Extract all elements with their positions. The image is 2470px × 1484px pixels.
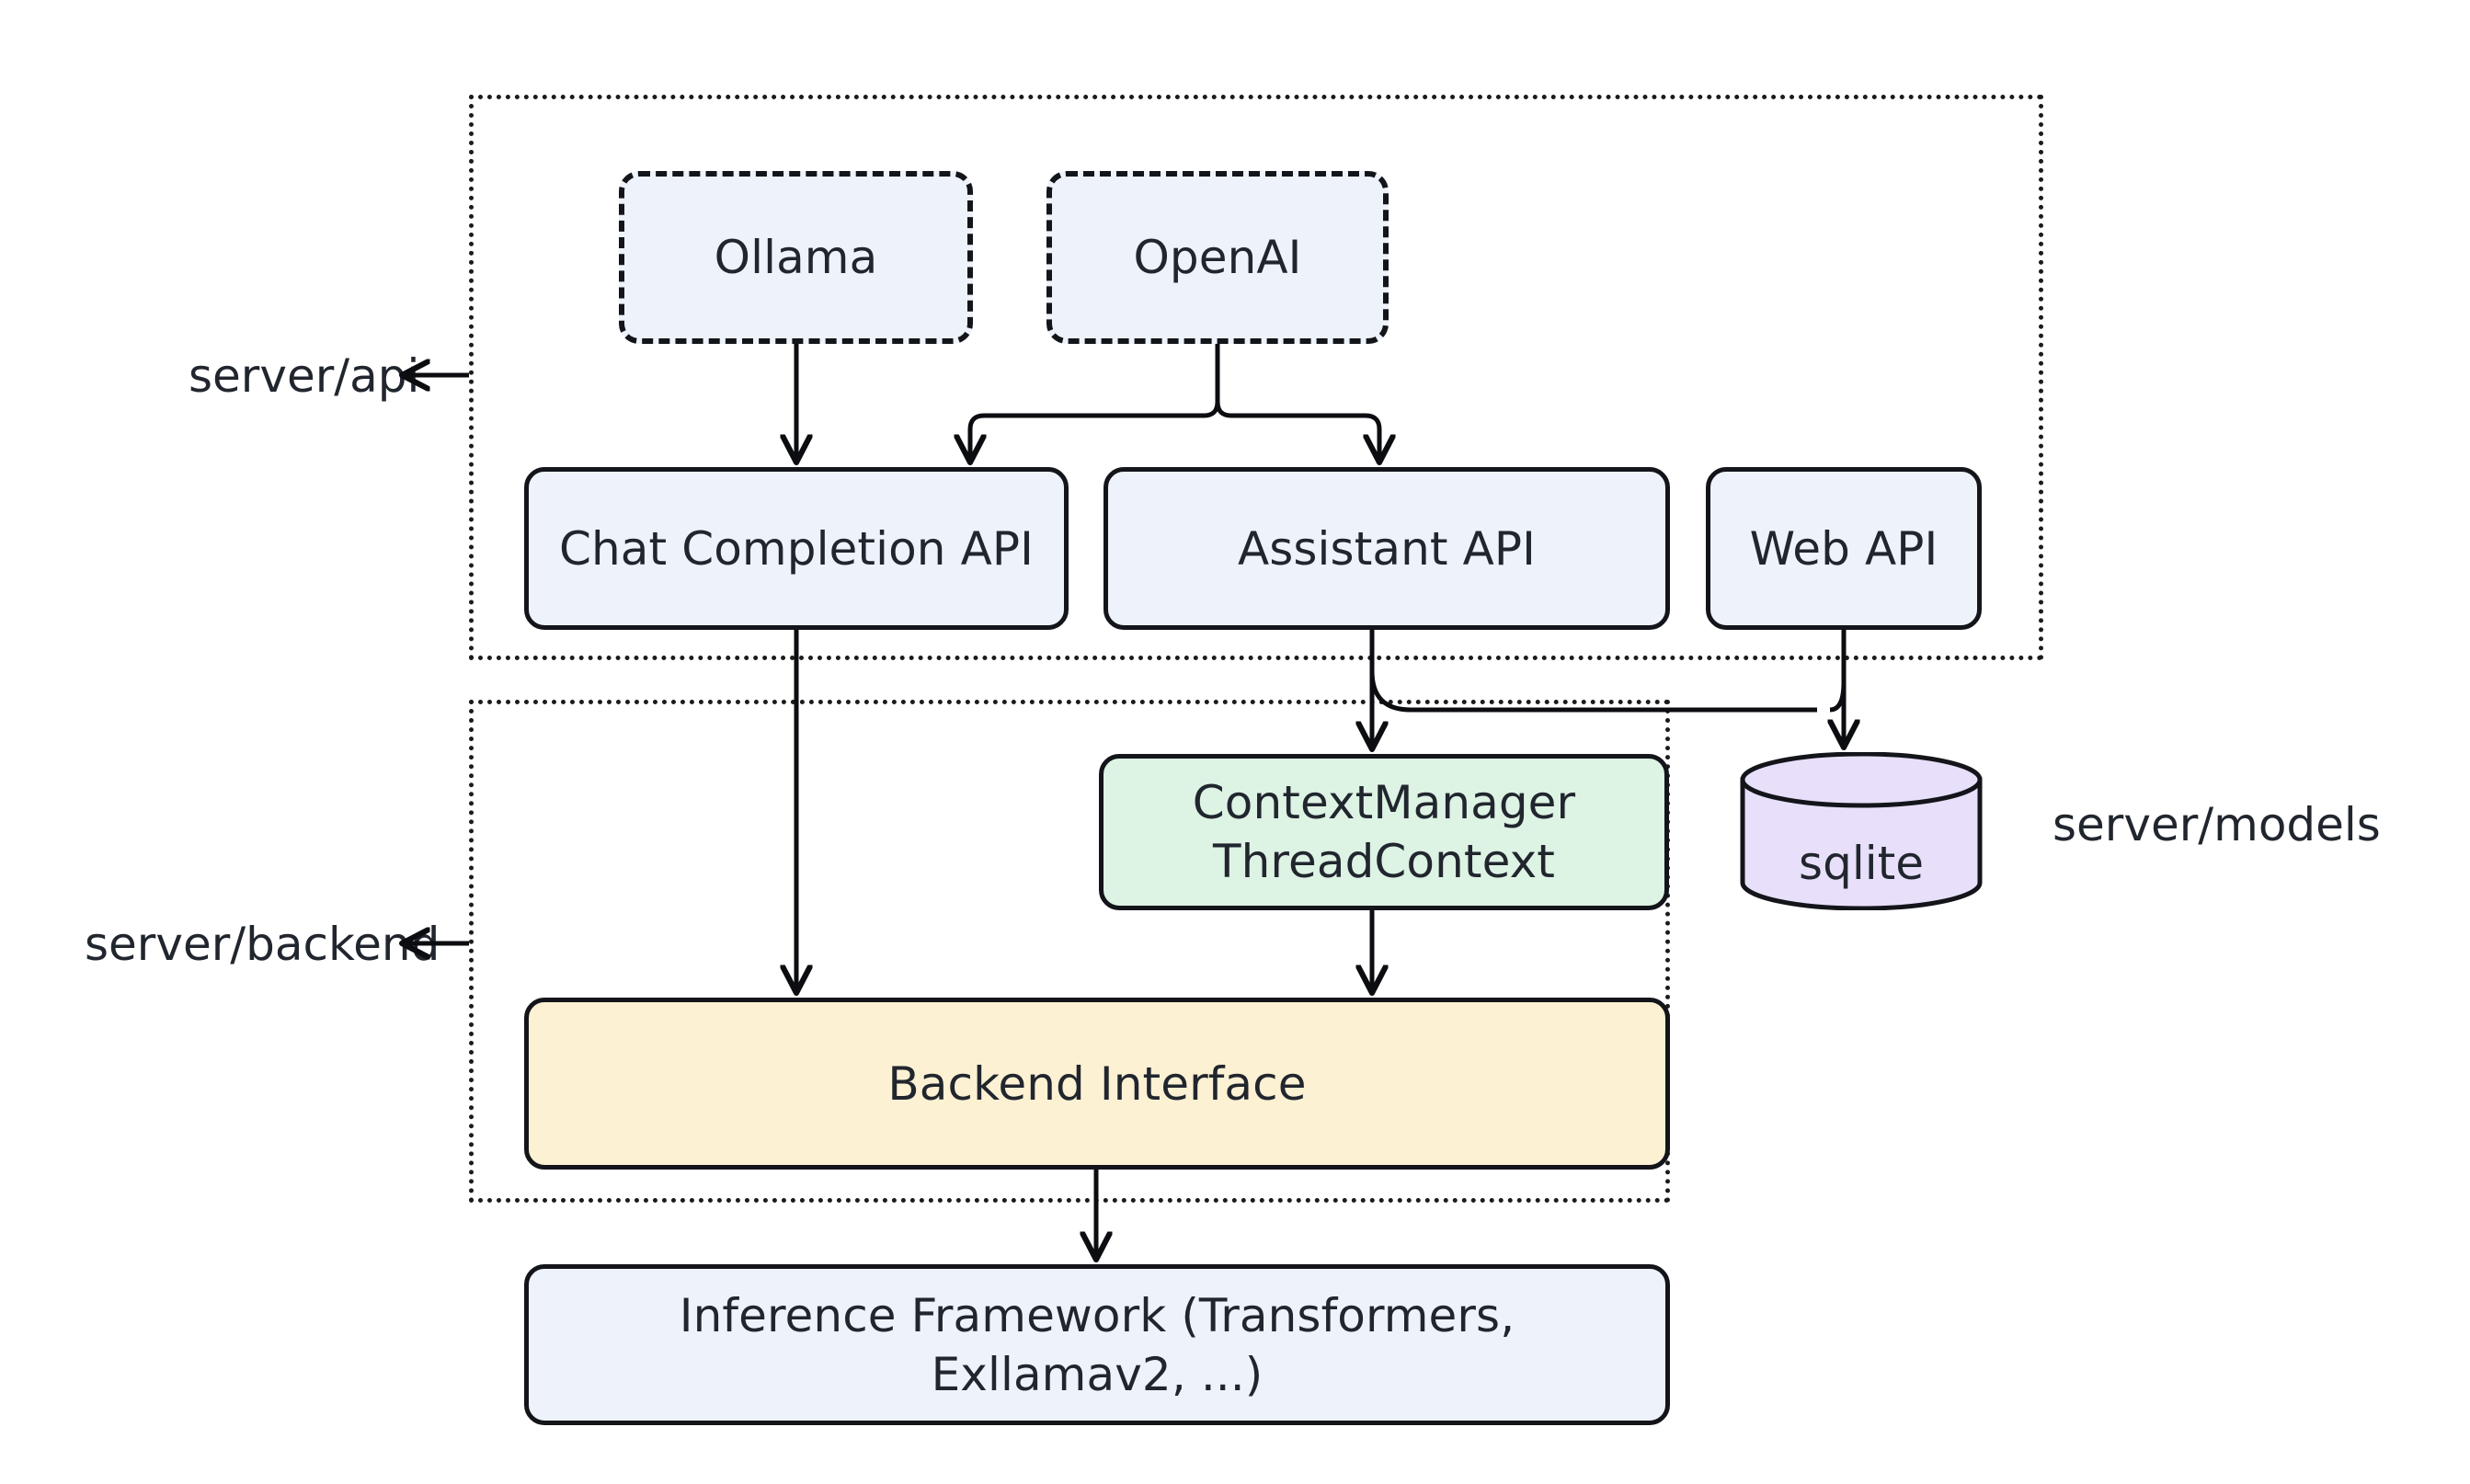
node-inference-framework[interactable]: Inference Framework (Transformers, Exlla… [524, 1264, 1670, 1425]
node-context-manager[interactable]: ContextManager ThreadContext [1099, 754, 1669, 910]
sqlite-cylinder-shape [1740, 751, 1983, 911]
node-assistant-api[interactable]: Assistant API [1103, 467, 1670, 630]
group-server-api [469, 95, 2043, 660]
node-ollama-label: Ollama [714, 231, 878, 284]
node-inference-framework-label: Inference Framework (Transformers, Exlla… [679, 1288, 1515, 1401]
group-server-backend [469, 700, 1670, 1203]
group-label-server-models: server/models [2053, 798, 2381, 851]
node-openai-label: OpenAI [1133, 231, 1302, 284]
node-ollama[interactable]: Ollama [619, 171, 973, 344]
node-assistant-api-label: Assistant API [1237, 521, 1537, 576]
node-chat-completion-api[interactable]: Chat Completion API [524, 467, 1069, 630]
node-context-manager-label-line1: ContextManager [1192, 776, 1576, 829]
node-backend-interface-label: Backend Interface [887, 1056, 1307, 1111]
node-chat-completion-api-label: Chat Completion API [558, 521, 1034, 576]
node-web-api-label: Web API [1749, 521, 1938, 576]
group-label-server-api: server/api [189, 349, 420, 403]
group-label-server-backend: server/backend [85, 918, 440, 971]
node-backend-interface[interactable]: Backend Interface [524, 998, 1670, 1170]
node-context-manager-label-line2: ThreadContext [1212, 835, 1555, 888]
node-sqlite[interactable]: sqlite [1738, 751, 1984, 911]
node-web-api[interactable]: Web API [1706, 467, 1982, 630]
node-openai[interactable]: OpenAI [1046, 171, 1389, 344]
